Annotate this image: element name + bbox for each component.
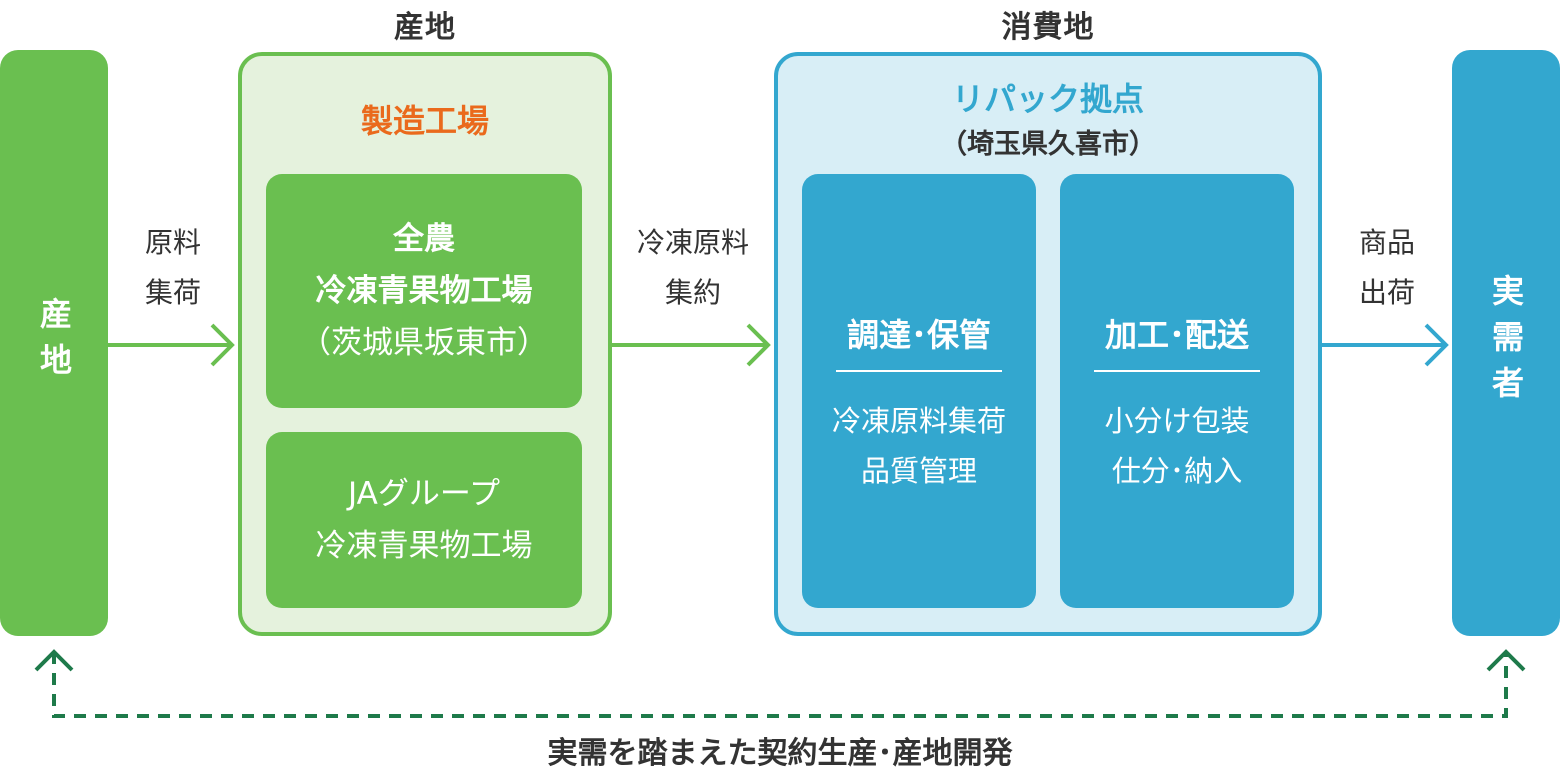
product-shipment-label: 商品 出荷	[1322, 218, 1452, 322]
procurement-storage-title: 調達･保管	[846, 316, 991, 354]
zennoh-factory-box: 全農 冷凍青果物工場 （茨城県坂東市）	[266, 174, 582, 408]
processing-delivery-box: 加工･配送 小分け包装 仕分･納入	[1060, 174, 1294, 608]
frozen-consolidation-label: 冷凍原料 集約	[612, 218, 774, 322]
processing-delivery-divider	[1094, 370, 1260, 372]
procurement-storage-line2: 品質管理	[860, 454, 977, 488]
header-consumption: 消費地	[1001, 10, 1095, 45]
zennoh-factory-line2: 冷凍青果物工場	[315, 273, 533, 309]
procurement-storage-box: 調達･保管 冷凍原料集荷 品質管理	[802, 174, 1036, 608]
arrow-factory-to-repack	[612, 323, 771, 367]
zennoh-factory-location: （茨城県坂東市）	[300, 325, 548, 361]
end-user-column-label: 実需者	[1487, 274, 1525, 412]
ja-group-factory-line1: JAグループ	[348, 476, 500, 512]
procurement-storage-divider	[836, 370, 1002, 372]
product-shipment-line1: 商品	[1358, 226, 1415, 259]
footer-contract-production-label: 実需を踏まえた契約生産･産地開発	[547, 736, 1013, 771]
ja-group-factory-line2: 冷凍青果物工場	[315, 528, 533, 564]
raw-collection-label: 原料 集荷	[110, 218, 236, 322]
feedback-arrowheads	[34, 649, 1526, 672]
zennoh-factory-line1: 全農	[393, 221, 455, 257]
origin-column-label: 産地	[35, 297, 73, 389]
dashed-feedback-loop	[52, 652, 1508, 718]
processing-delivery-line2: 仕分･納入	[1111, 454, 1243, 488]
processing-delivery-title: 加工･配送	[1104, 316, 1249, 354]
raw-collection-line1: 原料	[144, 226, 201, 259]
factory-panel-title: 製造工場	[360, 102, 489, 140]
origin-column: 産地	[0, 50, 108, 636]
raw-collection-line2: 集荷	[144, 276, 201, 309]
header-production: 産地	[394, 10, 456, 45]
processing-delivery-body: 小分け包装 仕分･納入	[1060, 396, 1294, 496]
product-shipment-line2: 出荷	[1358, 276, 1415, 309]
repack-panel-location: （埼玉県久喜市）	[940, 129, 1156, 160]
end-user-column: 実需者	[1452, 50, 1560, 636]
arrow-origin-to-factory	[108, 323, 235, 367]
procurement-storage-body: 冷凍原料集荷 品質管理	[802, 396, 1036, 496]
repack-panel-title: リパック拠点	[951, 80, 1144, 118]
frozen-consolidation-line2: 集約	[664, 276, 721, 309]
procurement-storage-line1: 冷凍原料集荷	[831, 404, 1006, 438]
frozen-consolidation-line1: 冷凍原料	[636, 226, 749, 259]
arrow-repack-to-end-user	[1322, 323, 1449, 367]
ja-group-factory-box: JAグループ 冷凍青果物工場	[266, 432, 582, 608]
processing-delivery-line1: 小分け包装	[1104, 404, 1250, 438]
